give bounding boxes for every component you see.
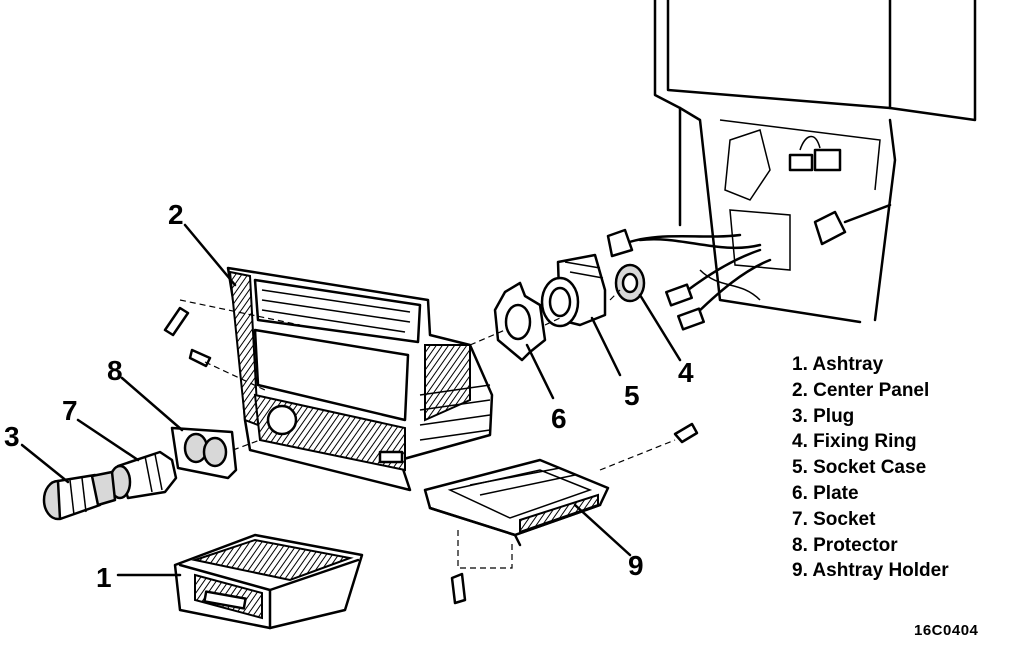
callout-4: 4	[678, 357, 694, 388]
legend-item: 7. Socket	[792, 508, 876, 530]
callout-1: 1	[96, 562, 112, 593]
callout-5: 5	[624, 380, 640, 411]
callout-6: 6	[551, 403, 567, 434]
callout-7: 7	[62, 395, 78, 426]
ashtray-holder	[423, 458, 610, 547]
dashboard-structure	[606, 0, 977, 331]
parts-legend: 1. Ashtray 2. Center Panel 3. Plug 4. Fi…	[792, 352, 949, 584]
legend-item: 6. Plate	[792, 482, 859, 504]
center-panel	[226, 266, 494, 492]
callout-3: 3	[4, 421, 20, 452]
legend-item: 8. Protector	[792, 534, 898, 556]
callout-8: 8	[107, 355, 123, 386]
ashtray	[173, 533, 364, 630]
callout-2: 2	[168, 199, 184, 230]
leader-lines	[20, 223, 682, 577]
alignment-lines	[179, 289, 676, 569]
callout-9: 9	[628, 550, 644, 581]
legend-item: 9. Ashtray Holder	[792, 560, 949, 582]
plug	[42, 470, 117, 521]
socket	[108, 450, 178, 500]
screw-icon	[188, 348, 212, 368]
screw-icon	[673, 422, 699, 444]
screw-icon	[163, 306, 190, 337]
legend-item: 5. Socket Case	[792, 457, 927, 479]
fixing-ring	[614, 263, 646, 303]
legend-item: 4. Fixing Ring	[792, 431, 917, 453]
socket-case	[540, 253, 607, 328]
protector	[170, 426, 238, 480]
legend-item: 3. Plug	[792, 405, 855, 427]
legend-item: 1. Ashtray	[792, 354, 884, 375]
plate	[493, 281, 547, 362]
screw-icon	[450, 572, 467, 605]
figure-code: 16C0404	[914, 622, 979, 639]
legend-item: 2. Center Panel	[792, 379, 930, 401]
